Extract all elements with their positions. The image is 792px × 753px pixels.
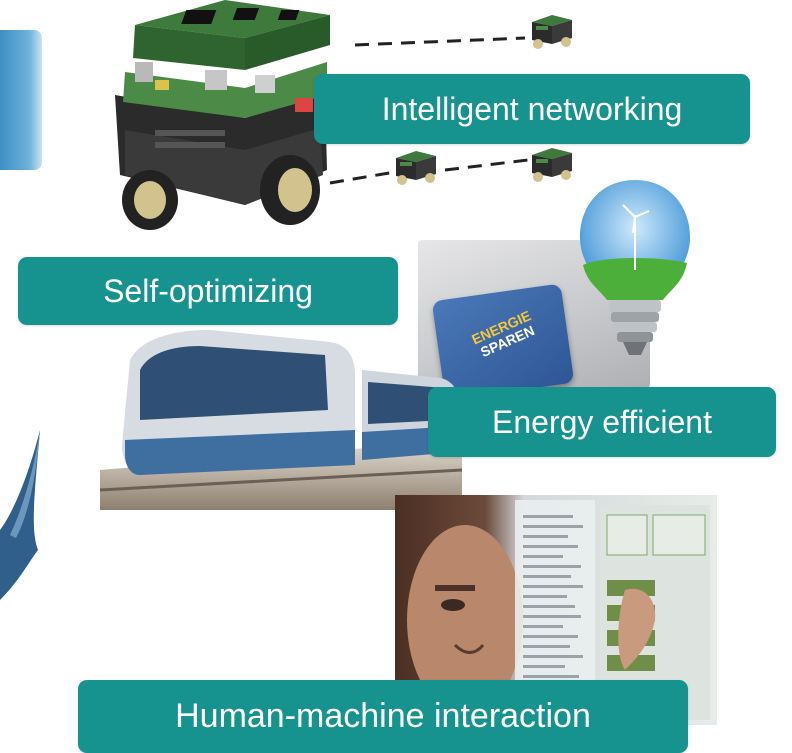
- network-link: [444, 158, 529, 172]
- label-energy-efficient: Energy efficient: [428, 387, 776, 457]
- network-link: [329, 170, 396, 185]
- hmi-scene: [407, 500, 710, 720]
- partial-blade-image: [0, 430, 40, 600]
- label-self-optimizing: Self-optimizing: [18, 257, 398, 325]
- hmi-image: [395, 495, 717, 725]
- robot-image: [115, 0, 330, 230]
- partial-blue-image: [0, 30, 42, 170]
- small-robot-image: [532, 148, 572, 182]
- label-human-machine-interaction: Human-machine interaction: [78, 680, 688, 753]
- energy-key-text: ENERGIE SPAREN: [469, 307, 537, 361]
- train-image: [100, 330, 462, 510]
- network-link: [354, 36, 526, 47]
- small-robot-image: [396, 151, 436, 185]
- light-bulb-image: [580, 180, 690, 355]
- small-robot-image: [532, 15, 572, 49]
- label-intelligent-networking: Intelligent networking: [314, 74, 750, 144]
